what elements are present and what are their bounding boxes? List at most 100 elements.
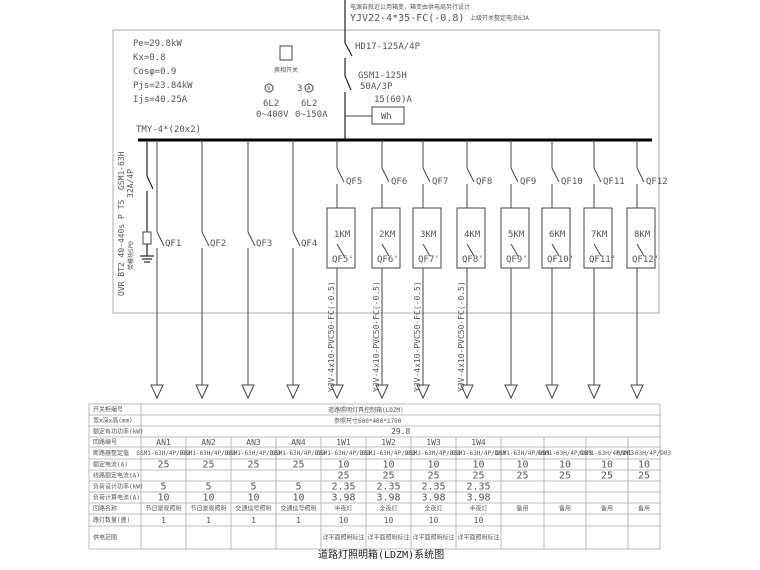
cell-setting: 10 <box>337 460 349 471</box>
cell-current: 3.98 <box>466 493 490 504</box>
row-label: 额定电流(A) <box>93 461 128 469</box>
breaker-label: QF7 <box>432 177 448 187</box>
outgoing-arrow-icon <box>545 384 559 400</box>
cell-code: AN4 <box>291 438 306 447</box>
cabinet-size: 参照尺寸600*400*1700 <box>334 417 402 425</box>
cell-name: 备用 <box>516 505 528 513</box>
row-label: 供电范围 <box>93 534 117 542</box>
cell-setting: 25 <box>292 460 304 471</box>
circuit-qf5: QF5 1KM QF5' <box>326 140 362 400</box>
cell-power: 5 <box>160 482 166 493</box>
cell-wire: 25 <box>472 471 484 482</box>
busbar-label: TMY-4*(20x2) <box>136 125 201 135</box>
sub-breaker-label: QF11' <box>589 255 616 265</box>
cell-area: 详平面照明标注 <box>367 534 409 542</box>
phase-switch-icon <box>279 45 293 61</box>
cell-breaker: GSM1-63H/4P/D03 <box>361 450 416 457</box>
cell-area: 详平面照明标注 <box>457 534 499 542</box>
cell-breaker: GSM1-63H/4P/D03 <box>226 450 281 457</box>
table-border <box>88 403 661 550</box>
breaker-label: QF4 <box>301 239 317 249</box>
contactor-label: 4KM <box>464 230 481 240</box>
cell-count: 10 <box>429 516 439 525</box>
cell-setting: 25 <box>157 460 169 471</box>
cell-name: 半夜灯 <box>334 505 352 513</box>
cell-count: 1 <box>206 516 211 525</box>
rated-power: 29.8 <box>391 427 410 436</box>
breaker-label: QF11 <box>603 177 625 187</box>
cell-breaker: GSM1-63H/4P/D03 <box>580 450 635 457</box>
breaker-label: QF10 <box>561 177 583 187</box>
voltmeter-icon <box>264 83 274 93</box>
param-cos: Cosφ=0.9 <box>133 67 176 77</box>
cell-setting: 10 <box>601 460 613 471</box>
cell-setting: 10 <box>559 460 571 471</box>
cell-name: 全夜灯 <box>424 505 442 513</box>
cell-wire: 25 <box>638 471 650 482</box>
outgoing-arrow-icon <box>504 384 518 400</box>
cell-code: 1W2 <box>381 438 396 447</box>
cell-name: 全夜灯 <box>379 505 397 513</box>
param-pjs: Pjs=23.84kW <box>133 81 193 91</box>
cell-name: 交通信号照明 <box>235 505 271 513</box>
cell-name: 交通信号照明 <box>280 505 316 513</box>
spd-branch <box>140 140 154 263</box>
breaker-label: QF1 <box>165 239 181 249</box>
breaker-label: QF6 <box>391 177 407 187</box>
param-kx: Kx=0.8 <box>133 53 166 63</box>
row-label: 线路额定电流(A) <box>93 472 140 480</box>
cell-setting: 25 <box>247 460 259 471</box>
outgoing-arrow-icon <box>460 384 474 400</box>
contactor-box <box>456 207 486 269</box>
sub-breaker-label: QF9' <box>506 255 528 265</box>
cell-breaker: GSM1-63H/4P/D03 <box>136 450 191 457</box>
phase-switch-label: 换相开关 <box>274 66 298 74</box>
outgoing-arrow-icon <box>630 384 644 400</box>
breaker-label: QF5 <box>346 177 362 187</box>
outgoing-arrow-icon <box>286 384 300 400</box>
cell-current: 10 <box>247 493 259 504</box>
cell-name: 备用 <box>638 505 650 513</box>
row-label: 断路器整定值 <box>93 449 129 457</box>
sub-breaker-label: QF7' <box>418 255 440 265</box>
cell-code: AN3 <box>246 438 261 447</box>
cell-area: 详平面照明标注 <box>322 534 364 542</box>
voltmeter-range: 0~400V <box>256 110 289 120</box>
sub-breaker-label: QF6' <box>377 255 399 265</box>
energy-meter-box <box>371 106 405 125</box>
cell-code: AN1 <box>156 438 171 447</box>
contactor-label: 1KM <box>334 230 351 240</box>
row-label: 宽x深x高(mm) <box>93 417 133 425</box>
circuit-qf2: QF2 <box>195 140 226 400</box>
cell-power: 2.35 <box>376 482 400 493</box>
contactor-box <box>371 207 401 269</box>
cell-power: 5 <box>295 482 301 493</box>
incoming-cable: YJV22-4*35-FC(-0.8) <box>350 13 464 24</box>
upstream-setting: 上级开关整定电流63A <box>470 14 529 22</box>
param-ijs: Ijs=40.25A <box>133 95 188 105</box>
cell-code: 1W1 <box>336 438 351 447</box>
contactor-box <box>583 207 613 269</box>
sub-breaker-label: QF5' <box>332 255 354 265</box>
cell-wire: 25 <box>337 471 349 482</box>
outgoing-arrow-icon <box>587 384 601 400</box>
cell-setting: 25 <box>202 460 214 471</box>
contactor-label: 2KM <box>379 230 396 240</box>
cell-code: AN2 <box>201 438 216 447</box>
outgoing-arrow-icon <box>241 384 255 400</box>
cell-setting: 10 <box>472 460 484 471</box>
contactor-box <box>500 207 530 269</box>
breaker-label: QF3 <box>256 239 272 249</box>
cell-wire: 25 <box>382 471 394 482</box>
contactor-label: 5KM <box>508 230 525 240</box>
sub-breaker-label: QF10' <box>547 255 574 265</box>
cell-code: 1W4 <box>471 438 486 447</box>
row-label: 负荷设计功率(kW) <box>93 483 143 491</box>
contactor-box <box>326 207 356 269</box>
feeder-cable-label: YJV-4x10-PVC50-FC(-0.5) <box>413 281 422 392</box>
cell-wire: 25 <box>516 471 528 482</box>
